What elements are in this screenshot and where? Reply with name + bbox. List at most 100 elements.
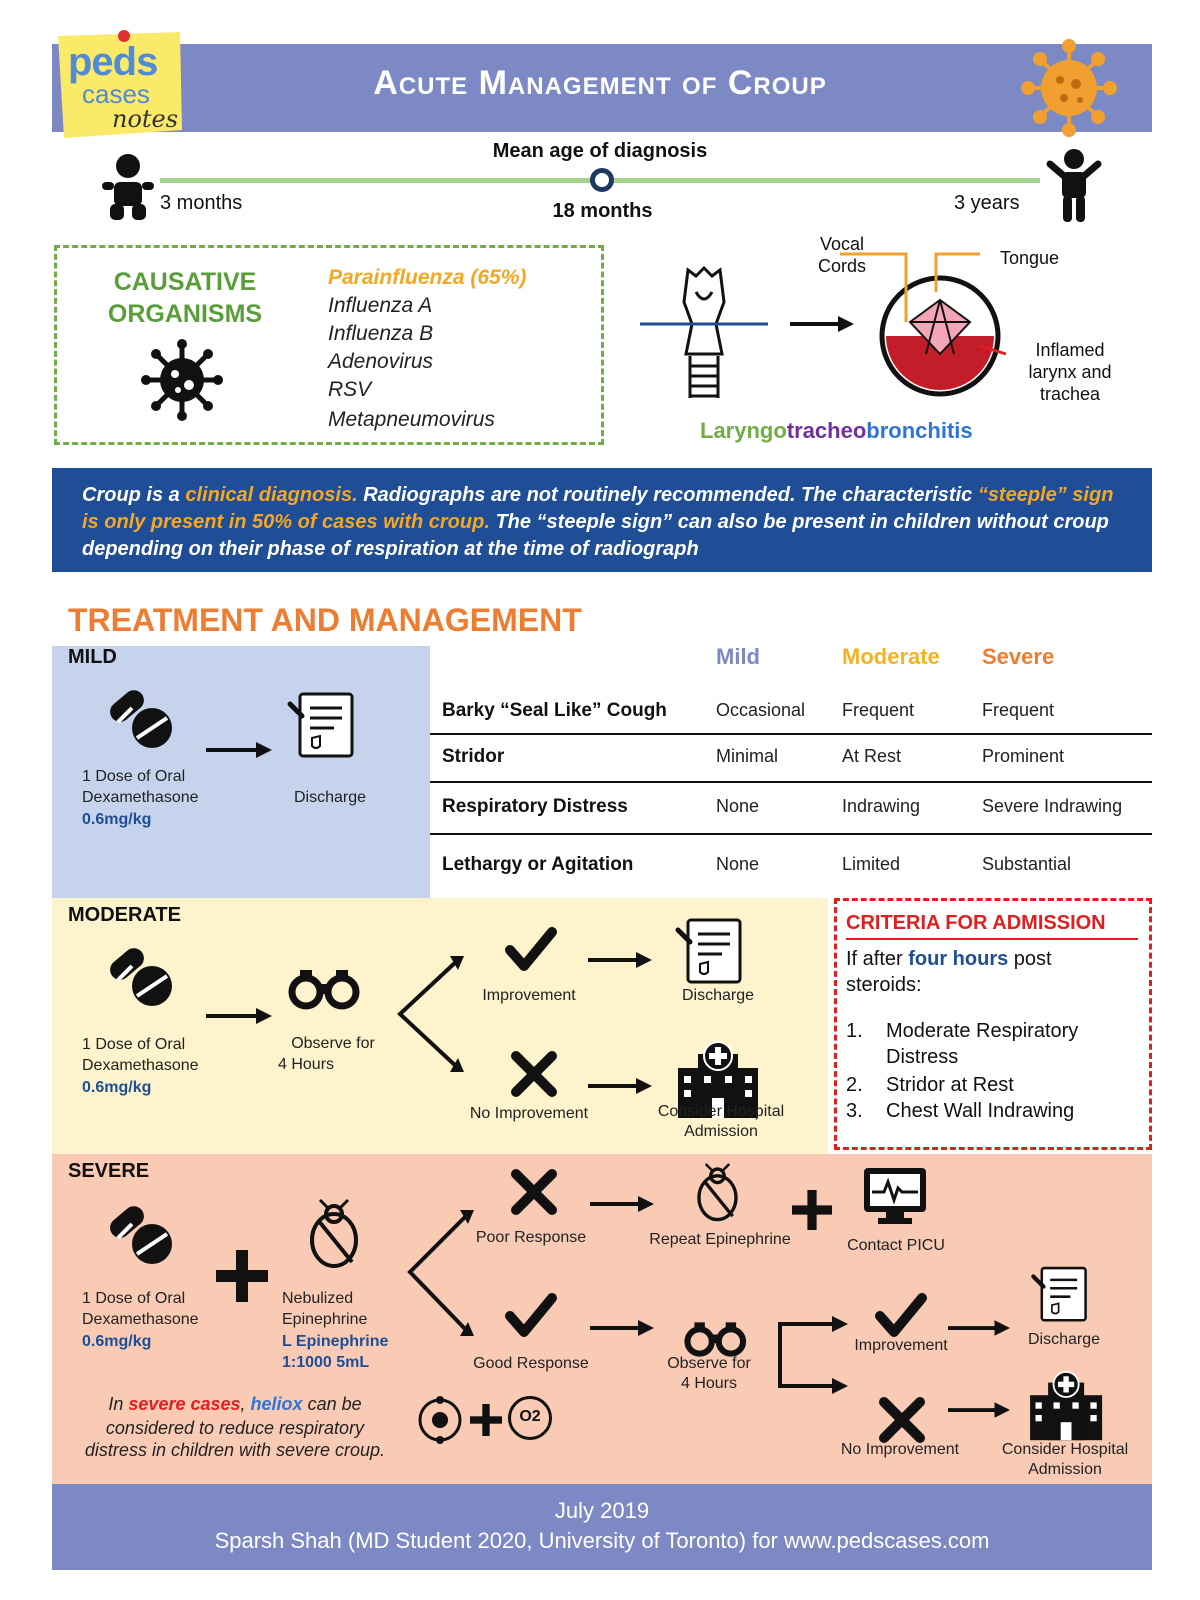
heliox-text: can be (302, 1394, 362, 1414)
admission-item: Stridor at Rest (886, 1074, 1014, 1096)
header-bar (52, 44, 1152, 132)
logo-line-notes: notes (112, 105, 179, 133)
moderate-observe-line2: 4 Hours (278, 1056, 335, 1073)
severe-label: SEVERE (68, 1160, 150, 1182)
severity-header-severe: Severe (982, 644, 1055, 669)
laryngotracheobronchitis-term: Laryngotracheobronchitis (700, 418, 973, 444)
plus-icon (470, 1404, 502, 1436)
banner-highlight: clinical diagnosis. (185, 484, 358, 506)
severe-dose: 0.6mg/kg (82, 1333, 152, 1350)
footer-date: July 2019 (554, 1498, 650, 1523)
logo-sticky-note (58, 30, 182, 138)
heliox-highlight-heliox: heliox (250, 1394, 303, 1414)
arrow-right-icon (588, 1078, 652, 1094)
pill-icon (104, 684, 174, 750)
hospital-icon (1029, 1370, 1103, 1442)
label-inflamed-line3: trachea (1039, 384, 1101, 404)
pushpin-icon (118, 30, 130, 42)
severity-header-mild: Mild (716, 644, 760, 669)
timeline-start-label: 3 months (160, 192, 243, 214)
admission-item: Chest Wall Indrawing (886, 1100, 1075, 1122)
severe-band (52, 1154, 1152, 1484)
severe-drug-line1: 1 Dose of Oral (82, 1290, 186, 1307)
severity-row-label: Respiratory Distress (442, 796, 628, 817)
severity-cell: Substantial (982, 854, 1072, 874)
mild-dose: 0.6mg/kg (82, 811, 152, 828)
organisms-heading-line1: CAUSATIVE (113, 268, 257, 296)
arrow-right-icon (206, 1008, 272, 1024)
severity-cell: Limited (842, 854, 901, 874)
helium-atom-icon (418, 1396, 462, 1444)
admission-title-underline (846, 938, 1138, 940)
label-vocal-cords-line2: Cords (818, 256, 867, 276)
checkmark-icon (876, 1292, 928, 1340)
moderate-admit-line1: Consider Hospital (657, 1103, 785, 1120)
mild-band (52, 646, 430, 898)
table-divider (430, 781, 1152, 783)
severe-repeat-epi-label: Repeat Epinephrine (649, 1231, 791, 1248)
oxygen-label: O2 (519, 1408, 541, 1425)
moderate-drug-line1: 1 Dose of Oral (82, 1036, 186, 1053)
severe-neb-line3: L Epinephrine (282, 1333, 389, 1350)
admission-intro: If after four hours post (846, 948, 1052, 971)
severe-admit-line1: Consider Hospital (1001, 1441, 1129, 1458)
binoculars-icon (288, 966, 364, 1010)
logo-line-peds: peds (68, 40, 158, 84)
organism-item: Metapneumovirus (328, 408, 495, 431)
footer: July 2019 Sparsh Shah (MD Student 2020, … (52, 1484, 1152, 1570)
split-arrows-icon (778, 1316, 848, 1394)
pedscases-logo: peds cases notes (54, 30, 184, 140)
timeline-end-label: 3 years (954, 192, 1020, 214)
heliox-note-line2: considered to reduce respiratory (105, 1418, 365, 1438)
admission-item-number: 1. (846, 1020, 863, 1042)
arrow-right-icon (948, 1320, 1010, 1336)
banner-text: Croup is a (82, 484, 186, 506)
organism-item: Influenza A (328, 294, 433, 317)
organism-item: Adenovirus (328, 350, 434, 373)
organisms-heading-line2: ORGANISMS (107, 300, 263, 328)
x-mark-icon (510, 1050, 558, 1098)
oxygen-icon (508, 1396, 552, 1440)
severe-good-response-label: Good Response (473, 1355, 589, 1372)
mild-label: MILD (68, 646, 117, 668)
admission-item-cont: Distress (886, 1046, 959, 1068)
admission-title: CRITERIA FOR ADMISSION (846, 912, 1106, 934)
severe-improvement-label: Improvement (854, 1337, 948, 1354)
admission-item-number: 3. (846, 1100, 863, 1122)
moderate-admit-line2: Admission (684, 1123, 758, 1140)
severity-cell: At Rest (842, 746, 902, 766)
x-mark-icon (510, 1168, 558, 1216)
discharge-document-icon (286, 690, 362, 762)
heliox-highlight-severe: severe cases (128, 1394, 241, 1414)
epinephrine-bug-icon (697, 1162, 738, 1222)
label-vocal-cords-line1: Vocal (820, 234, 865, 254)
moderate-no-improvement-label: No Improvement (469, 1105, 589, 1122)
moderate-observe-line1: Observe for (291, 1035, 375, 1052)
heliox-note-line1: In severe cases, heliox can be (60, 1394, 410, 1415)
label-tongue: Tongue (1000, 248, 1060, 268)
severe-neb-line1: Nebulized (282, 1290, 354, 1307)
arrow-right-icon (588, 952, 652, 968)
nebulizer-bug-icon (310, 1198, 358, 1268)
term-part-bronchitis: bronchitis (866, 418, 973, 443)
arrow-right-icon (948, 1402, 1010, 1418)
diagnosis-banner: Croup is a clinical diagnosis. Radiograp… (52, 468, 1152, 572)
organism-item: RSV (328, 378, 372, 401)
admission-intro-text: post (1008, 948, 1052, 970)
severe-neb-line4: 1:1000 5mL (282, 1354, 370, 1371)
baby-icon (102, 154, 154, 220)
checkmark-icon (506, 1292, 558, 1340)
severity-cell: Prominent (982, 746, 1065, 766)
severity-header-moderate: Moderate (842, 644, 940, 669)
mild-discharge-label: Discharge (293, 789, 367, 806)
monitor-icon (864, 1168, 926, 1224)
severe-neb-line2: Epinephrine (282, 1311, 368, 1328)
logo-line-cases: cases (82, 79, 150, 109)
label-inflamed-line1: Inflamed (1035, 340, 1105, 360)
moderate-drug-line2: Dexamethasone (82, 1057, 199, 1074)
branch-arrows-icon (397, 956, 464, 1072)
banner-highlight: “steeple” sign is only present in 50% of… (82, 484, 1114, 533)
banner-text: Radiographs are not routinely recommende… (357, 484, 978, 506)
severity-cell: Minimal (716, 746, 779, 766)
pill-icon (104, 1200, 174, 1266)
